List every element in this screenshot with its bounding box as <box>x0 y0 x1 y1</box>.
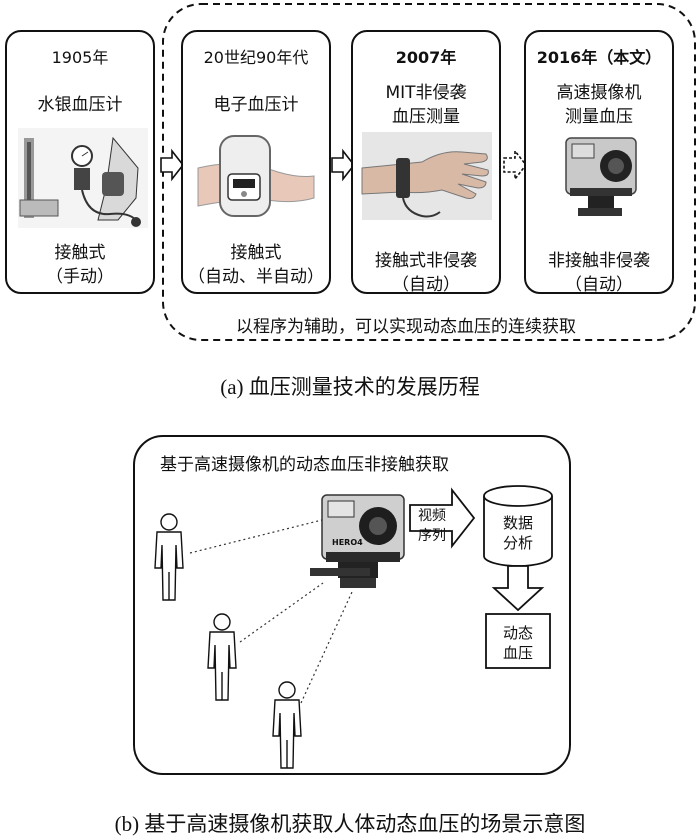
caption-a: (a) 血压测量技术的发展历程 <box>220 375 480 399</box>
scene-title: 基于高速摄像机的动态血压非接触获取 <box>160 455 449 475</box>
stage4-year: 2016年（本文） <box>536 48 662 67</box>
wrist-monitor-image <box>197 128 316 224</box>
person-icon <box>272 681 302 769</box>
stage4-name-line1: 高速摄像机 <box>556 83 642 103</box>
stage3-detail: （自动） <box>392 275 460 295</box>
dashed-group-note: 以程序为辅助，可以实现动态血压的连续获取 <box>236 317 576 337</box>
down-arrow-icon <box>491 565 545 612</box>
stage4-mode: 非接触非侵袭 <box>548 251 650 271</box>
arrow-label-line2: 序列 <box>418 528 446 544</box>
stage4-name-line2: 测量血压 <box>565 107 633 127</box>
stage3-name-line1: MIT非侵袭 <box>385 83 467 103</box>
camera-brand-label: HERO4 <box>332 538 363 547</box>
arrow-right-icon <box>331 148 356 182</box>
stage1-mode: 接触式 <box>54 243 106 263</box>
dashed-arrow-right-icon <box>503 148 528 182</box>
wrist-sensor-hand-image <box>361 132 492 220</box>
stage3-year: 2007年 <box>395 48 457 67</box>
action-camera-icon <box>310 494 405 588</box>
action-camera-image <box>565 137 637 216</box>
stage4-detail: （自动） <box>565 275 633 295</box>
arrow-label-line1: 视频 <box>418 508 446 524</box>
stage1-detail: （手动） <box>46 267 114 287</box>
db-label-line1: 数据 <box>502 514 533 532</box>
result-line2: 血压 <box>502 644 533 662</box>
person-icon <box>154 513 184 601</box>
stage2-detail: （自动、半自动） <box>188 267 324 287</box>
stage2-year: 20世纪90年代 <box>203 48 309 67</box>
stage1-year: 1905年 <box>51 48 109 67</box>
result-box <box>485 613 551 669</box>
video-stream-arrow-icon <box>409 487 476 549</box>
stage3-mode: 接触式非侵袭 <box>375 251 477 271</box>
stage1-name: 水银血压计 <box>37 95 123 115</box>
stage3-name-line2: 血压测量 <box>392 107 460 127</box>
person-icon <box>207 613 237 701</box>
mercury-sphygmomanometer-image <box>18 128 148 228</box>
stage2-name: 电子血压计 <box>213 95 299 115</box>
stage2-mode: 接触式 <box>230 243 282 263</box>
arrow-right-icon <box>160 148 185 182</box>
caption-b: (b) 基于高速摄像机获取人体动态血压的场景示意图 <box>114 812 586 836</box>
result-line1: 动态 <box>502 624 533 642</box>
db-label-line2: 分析 <box>502 534 533 552</box>
